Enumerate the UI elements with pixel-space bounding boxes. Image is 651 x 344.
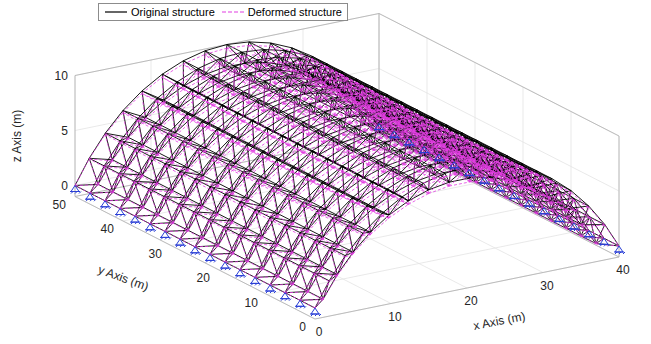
- tick-label: 5: [61, 124, 68, 138]
- axis-title: z Axis (m): [10, 110, 24, 163]
- grid-line: [75, 14, 619, 320]
- tick-label: 40: [101, 222, 114, 236]
- legend-sample: [221, 8, 245, 16]
- tick-label: 30: [540, 279, 553, 293]
- deformed-structure: [75, 45, 619, 308]
- axes-box: [75, 14, 619, 320]
- tick-label: 0: [299, 320, 306, 334]
- tick-label: 0: [61, 179, 68, 193]
- legend: Original structure Deformed structure: [98, 3, 348, 21]
- deformed-structure-line: [75, 45, 619, 308]
- original-structure-line: [75, 42, 619, 308]
- legend-line: [222, 11, 244, 12]
- legend-text: Original structure: [131, 5, 215, 19]
- legend-entry: Original structure: [104, 5, 215, 19]
- tick-label: 0: [316, 325, 323, 339]
- tick-label: 20: [197, 271, 210, 285]
- tick-label: 40: [616, 263, 629, 277]
- tick-label: 30: [149, 247, 162, 261]
- axis-title: x Axis (m): [472, 309, 526, 333]
- support-symbol: [70, 124, 625, 317]
- legend-entry: Deformed structure: [221, 5, 342, 19]
- legend-text: Deformed structure: [248, 5, 342, 19]
- legend-sample: [104, 8, 128, 16]
- tick-label: 10: [55, 69, 68, 83]
- tick-label: 10: [245, 296, 258, 310]
- tick-label: 50: [53, 198, 66, 212]
- tick-label: 20: [464, 294, 477, 308]
- original-structure: [75, 42, 619, 308]
- legend-line: [105, 11, 127, 12]
- axis-title: y Axis (m): [96, 262, 150, 293]
- support-symbols: [70, 124, 625, 317]
- axes-grid: [75, 14, 619, 320]
- tick-label: 10: [388, 310, 401, 324]
